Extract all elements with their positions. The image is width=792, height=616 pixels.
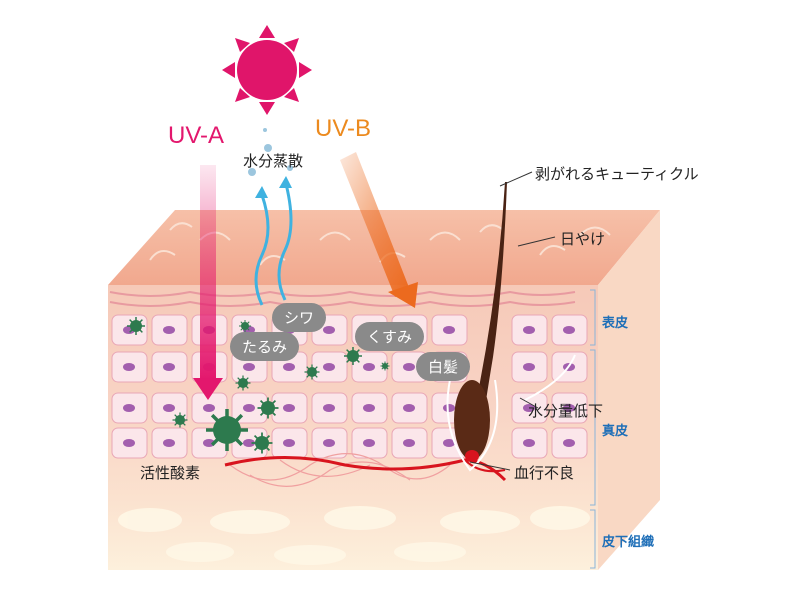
cell-nucleus: [163, 439, 175, 447]
dullness-bubble: くすみ: [355, 322, 425, 351]
cell-nucleus: [123, 363, 135, 371]
cell-nucleus: [203, 404, 215, 412]
cell-nucleus: [163, 363, 175, 371]
sunburn-label: 日やけ: [560, 230, 606, 248]
cell-nucleus: [323, 326, 335, 334]
cell-nucleus: [123, 439, 135, 447]
active-oxygen-icon: [257, 397, 279, 419]
cell-nucleus: [283, 363, 295, 371]
cell-nucleus: [443, 404, 455, 412]
cell-nucleus: [243, 363, 255, 371]
cell-nucleus: [243, 404, 255, 412]
wrinkles-bubble: シワ: [272, 303, 327, 332]
cell-nucleus: [523, 439, 535, 447]
cell-nucleus: [523, 363, 535, 371]
cell-nucleus: [403, 404, 415, 412]
active-oxygen-icon: [304, 364, 320, 380]
cell-nucleus: [163, 326, 175, 334]
cuticle-label: 剥がれるキューティクル: [535, 165, 699, 183]
skin-side-face: [598, 210, 660, 570]
gray-hair-bubble: 白髪: [416, 352, 471, 381]
subcutaneous-label: 皮下組織: [602, 535, 655, 550]
active-oxygen-label: 活性酸素: [140, 464, 201, 482]
active-oxygen-icon: [127, 317, 145, 335]
active-oxygen-icon: [235, 375, 251, 391]
uv-a-label: UV-A: [168, 122, 225, 149]
cell-nucleus: [523, 326, 535, 334]
cell-nucleus: [283, 404, 295, 412]
poor-circulation-label: 血行不良: [514, 464, 575, 482]
cell-nucleus: [563, 439, 575, 447]
cell-nucleus: [363, 439, 375, 447]
active-oxygen-icon: [206, 409, 248, 451]
cell-nucleus: [323, 363, 335, 371]
cell-nucleus: [323, 404, 335, 412]
active-oxygen-icon: [344, 347, 362, 365]
uv-a-arrow: [193, 165, 223, 400]
sagging-bubble: たるみ: [230, 332, 300, 361]
cell-nucleus: [443, 326, 455, 334]
cell-nucleus: [403, 439, 415, 447]
moisture-loss-label: 水分量低下: [528, 402, 604, 420]
cell-nucleus: [123, 404, 135, 412]
active-oxygen-icon: [172, 412, 188, 428]
active-oxygen-icon: [239, 320, 251, 332]
cell-nucleus: [403, 363, 415, 371]
cell-nucleus: [243, 439, 255, 447]
cell-nucleus: [523, 404, 535, 412]
sun-icon: [222, 25, 312, 115]
dermis-label: 真皮: [602, 424, 629, 439]
cell-nucleus: [283, 439, 295, 447]
evaporation-arrows: [254, 179, 293, 306]
cell-nucleus: [203, 439, 215, 447]
uv-b-arrow: [340, 152, 418, 308]
epidermis-label: 表皮: [602, 316, 629, 331]
uv-b-label: UV-B: [315, 115, 372, 142]
cell-nucleus: [163, 404, 175, 412]
active-oxygen-icon: [380, 361, 390, 371]
cell-nucleus: [563, 326, 575, 334]
cell-nucleus: [443, 439, 455, 447]
cell-nucleus: [363, 363, 375, 371]
evaporation-label: 水分蒸散: [243, 152, 304, 170]
cell-nucleus: [363, 404, 375, 412]
active-oxygen-icon: [251, 432, 273, 454]
cell-nucleus: [563, 404, 575, 412]
cell-nucleus: [323, 439, 335, 447]
